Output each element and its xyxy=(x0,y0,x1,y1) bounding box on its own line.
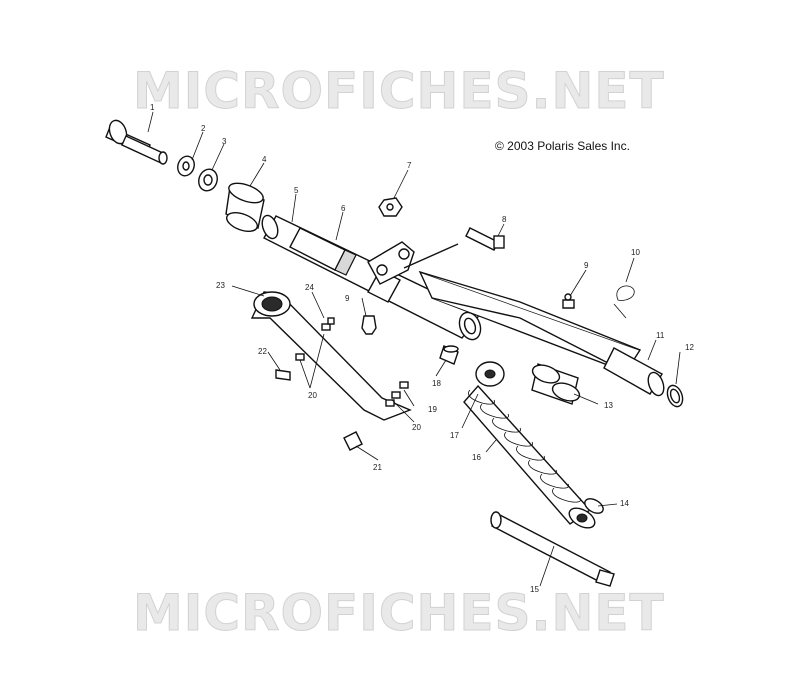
callout-13: 13 xyxy=(604,401,613,410)
swing-arm-body xyxy=(403,243,642,373)
callout-1: 1 xyxy=(150,103,155,112)
callout-7: 7 xyxy=(407,161,412,170)
watermark-top: MICROFICHES.NET xyxy=(133,62,665,120)
callout-6: 6 xyxy=(341,204,346,213)
callout-21: 21 xyxy=(373,463,382,472)
callout-20-left: 20 xyxy=(308,391,317,400)
callout-19: 19 xyxy=(428,405,437,414)
callout-8: 8 xyxy=(502,215,507,224)
part-16-shock-spring xyxy=(463,361,596,529)
part-3-washer xyxy=(198,168,218,192)
callout-11: 11 xyxy=(656,331,665,340)
part-5-6-swing-arm-tube xyxy=(261,214,482,341)
callout-14: 14 xyxy=(620,499,629,508)
part-13-bushing xyxy=(531,363,581,405)
callout-9-right: 9 xyxy=(584,261,589,270)
part-8-bolt xyxy=(465,227,505,251)
callout-4: 4 xyxy=(262,155,267,164)
part-9-grease-fitting xyxy=(361,315,377,335)
callout-17: 17 xyxy=(450,431,459,440)
part-22-bolt xyxy=(275,369,291,381)
part-11-tube xyxy=(603,347,665,397)
callout-2: 2 xyxy=(201,124,206,133)
callout-16: 16 xyxy=(472,453,481,462)
part-14-ring xyxy=(584,498,604,514)
leader-lines xyxy=(147,111,681,587)
part-19-nut xyxy=(399,381,409,389)
part-24-washer xyxy=(321,317,335,331)
part-15-bolt xyxy=(490,511,615,587)
copyright-notice: © 2003 Polaris Sales Inc. xyxy=(495,139,630,153)
callout-15: 15 xyxy=(530,585,539,594)
shock-mount-bracket xyxy=(367,241,415,285)
part-4-bushing xyxy=(225,182,265,232)
part-7-nut xyxy=(378,197,403,217)
callout-23: 23 xyxy=(216,281,225,290)
part-2-washer xyxy=(177,155,195,177)
callout-24: 24 xyxy=(305,283,314,292)
part-1-bolt xyxy=(105,119,168,165)
part-21-bolt xyxy=(343,431,363,451)
callout-18: 18 xyxy=(432,379,441,388)
callout-5: 5 xyxy=(294,186,299,195)
part-12-ring xyxy=(666,384,684,408)
callout-9-left: 9 xyxy=(345,294,350,303)
callout-3: 3 xyxy=(222,137,227,146)
watermark-bottom: MICROFICHES.NET xyxy=(133,584,665,642)
callout-12: 12 xyxy=(685,343,694,352)
part-20-washers xyxy=(295,353,401,407)
part-10-clip xyxy=(613,285,635,319)
callout-22: 22 xyxy=(258,347,267,356)
part-18-bushing xyxy=(439,345,459,365)
part-9-grease-fitting-b xyxy=(562,293,575,309)
part-23-link xyxy=(250,291,412,421)
callout-10: 10 xyxy=(631,248,640,257)
callout-20-right: 20 xyxy=(412,423,421,432)
